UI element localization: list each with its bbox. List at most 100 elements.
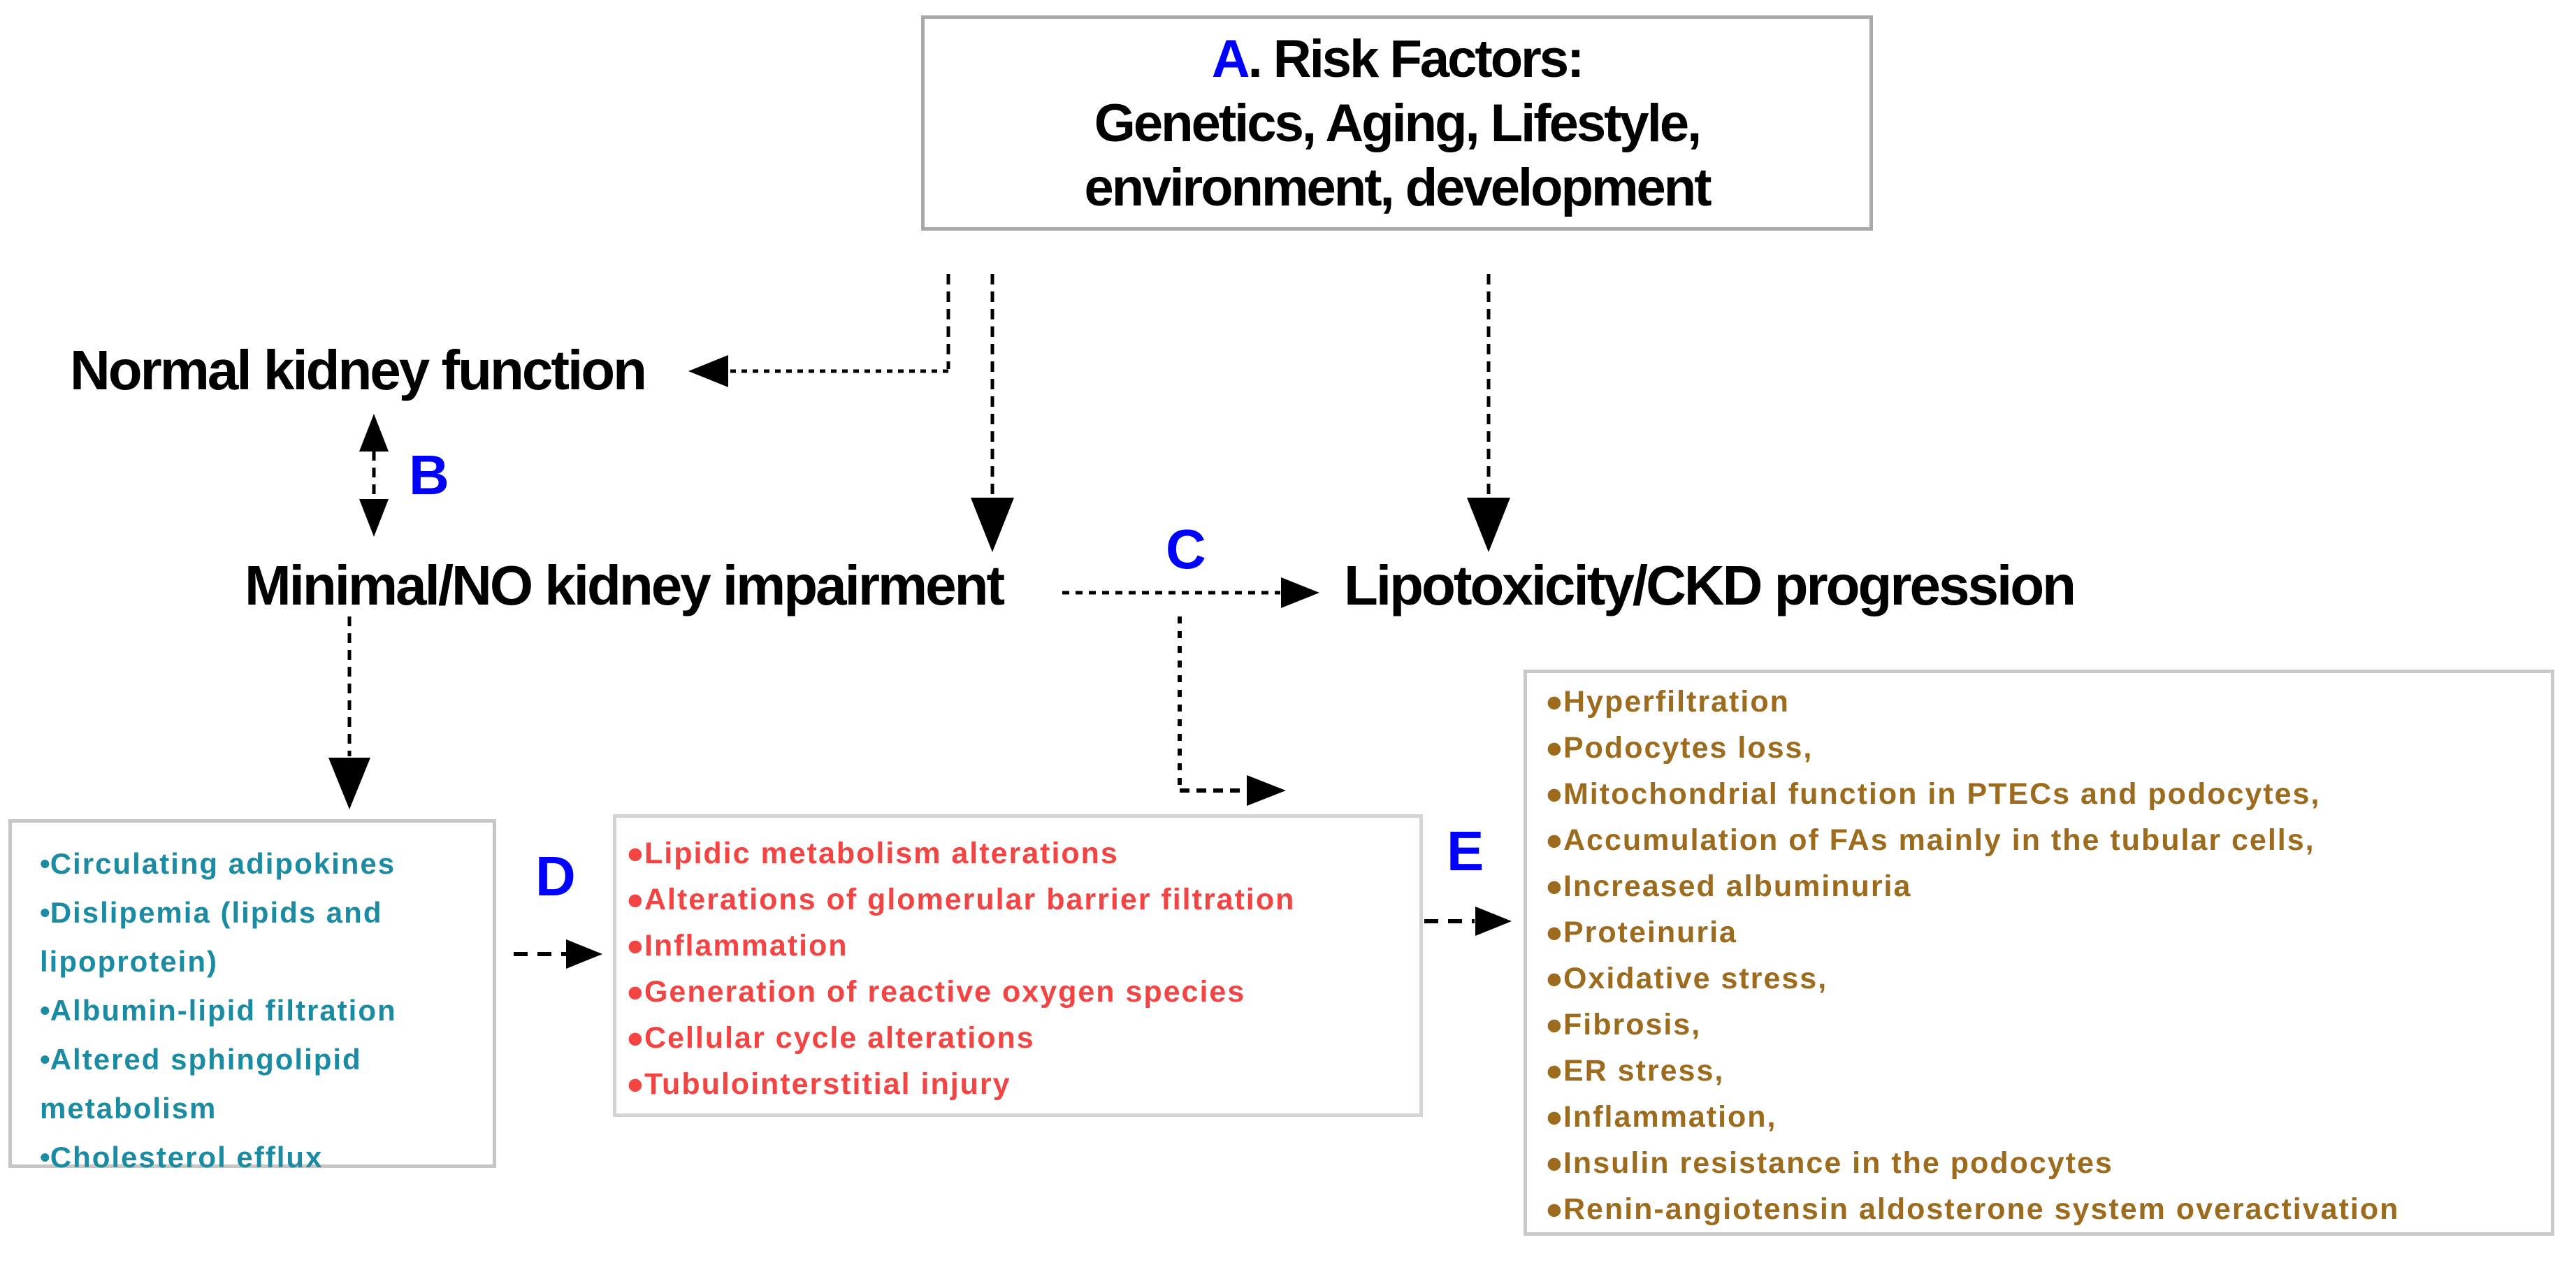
bullet-icon: ● <box>626 975 644 1009</box>
bullet-icon: ● <box>1545 869 1563 903</box>
list-item: ●Increased albuminuria <box>1545 863 2547 909</box>
arrowhead-c-right <box>1281 577 1319 608</box>
list-item: •Altered sphingolipid <box>40 1035 487 1084</box>
risk-factors-box: A. Risk Factors: Genetics, Aging, Lifest… <box>921 15 1873 231</box>
list-item: ●Proteinuria <box>1545 909 2547 955</box>
list-item: ●Inflammation, <box>1545 1094 2547 1140</box>
label-letter-d: D <box>535 845 576 907</box>
arrowhead-d-right <box>566 939 602 969</box>
list-item: ●Podocytes loss, <box>1545 725 2547 771</box>
arrowhead-e-right <box>1475 907 1512 936</box>
bullet-icon: ● <box>1545 777 1563 811</box>
list-item-text: Circulating adipokines <box>50 847 396 880</box>
label-letter-c: C <box>1166 518 1206 580</box>
list-item: ●Generation of reactive oxygen species <box>626 969 1415 1015</box>
arrowhead-left-to-normal <box>688 355 728 387</box>
list-item: ●Mitochondrial function in PTECs and pod… <box>1545 771 2547 817</box>
list-item: lipoprotein) <box>40 937 487 986</box>
bullet-icon: ● <box>1545 916 1563 949</box>
list-item: ●Hyperfiltration <box>1545 679 2547 725</box>
node-normal-kidney-function: Normal kidney function <box>70 339 647 401</box>
list-item: ●Tubulointerstitial injury <box>626 1061 1415 1107</box>
list-item-text: ER stress, <box>1563 1054 1725 1088</box>
list-item-text: Cholesterol efflux <box>50 1141 324 1174</box>
list-item-text: Fibrosis, <box>1563 1008 1702 1041</box>
list-item: ●Oxidative stress, <box>1545 955 2547 1002</box>
list-item-text: Albumin-lipid filtration <box>50 994 397 1027</box>
label-letter-b: B <box>409 444 449 506</box>
bullet-icon: ● <box>1545 1146 1563 1180</box>
bullet-icon: ● <box>1545 823 1563 857</box>
bullet-icon: • <box>40 1141 50 1174</box>
list-item-text: Renin-angiotensin aldosterone system ove… <box>1563 1192 2400 1226</box>
list-item: ●ER stress, <box>1545 1048 2547 1094</box>
list-item-text: Inflammation, <box>1563 1100 1777 1134</box>
list-item: ●Alterations of glomerular barrier filtr… <box>626 876 1415 923</box>
list-item-text: Altered sphingolipid <box>50 1043 362 1076</box>
bullet-icon: ● <box>1545 1008 1563 1041</box>
list-item-text: Proteinuria <box>1563 916 1737 949</box>
list-item: ●Cellular cycle alterations <box>626 1015 1415 1061</box>
risk-factors-line2: Genetics, Aging, Lifestyle, <box>1094 94 1702 153</box>
bullet-icon: • <box>40 896 50 929</box>
list-item: ●Accumulation of FAs mainly in the tubul… <box>1545 817 2547 863</box>
bullet-icon: ● <box>626 1021 644 1055</box>
node-minimal-no-kidney-impairment: Minimal/NO kidney impairment <box>245 554 1005 616</box>
list-item: ●Renin-angiotensin aldosterone system ov… <box>1545 1186 2547 1232</box>
list-item: •Circulating adipokines <box>40 839 487 888</box>
bullet-icon: ● <box>626 1067 644 1101</box>
bullet-icon: ● <box>626 929 644 962</box>
list-item-text: metabolism <box>40 1092 217 1125</box>
bullet-icon: • <box>40 1043 50 1076</box>
list-item-text: Dislipemia (lipids and <box>50 896 383 929</box>
list-item: ●Fibrosis, <box>1545 1002 2547 1048</box>
list-item: ●Lipidic metabolism alterations <box>626 830 1415 876</box>
label-letter-e: E <box>1447 820 1484 882</box>
bullet-icon: ● <box>626 837 644 870</box>
arrowhead-down-to-leftbox <box>328 758 370 809</box>
arrowhead-down-to-lipotoxicity <box>1467 498 1510 552</box>
bullet-icon: ● <box>626 883 644 916</box>
list-item-text: Generation of reactive oxygen species <box>644 975 1246 1009</box>
list-item-text: Lipidic metabolism alterations <box>644 837 1119 870</box>
ckd-outcomes-box: ●Hyperfiltration ●Podocytes loss, ●Mitoc… <box>1524 670 2554 1236</box>
list-item: ●Inflammation <box>626 923 1415 969</box>
risk-factors-title: . Risk Factors: <box>1247 29 1585 89</box>
list-item: ●Insulin resistance in the podocytes <box>1545 1140 2547 1186</box>
risk-factors-line3: environment, development <box>1084 158 1712 217</box>
risk-factors-line1: A. Risk Factors: <box>925 27 1869 92</box>
bullet-icon: ● <box>1545 1192 1563 1226</box>
arrowhead-c-branch-right <box>1247 775 1286 806</box>
list-item: metabolism <box>40 1084 487 1133</box>
circulating-factors-box: •Circulating adipokines •Dislipemia (lip… <box>8 819 496 1174</box>
list-item-text: Podocytes loss, <box>1563 731 1814 765</box>
bullet-icon: ● <box>1545 1054 1563 1088</box>
list-item-text: Insulin resistance in the podocytes <box>1563 1146 2113 1180</box>
arrowhead-down-to-minimal <box>971 498 1014 552</box>
list-item: •Dislipemia (lipids and <box>40 888 487 937</box>
list-item-text: Tubulointerstitial injury <box>644 1067 1011 1101</box>
list-item-text: Mitochondrial function in PTECs and podo… <box>1563 777 2321 811</box>
arrowhead-b-down <box>359 499 389 537</box>
bullet-icon: ● <box>1545 962 1563 995</box>
list-item-text: Cellular cycle alterations <box>644 1021 1035 1055</box>
list-item-text: Alterations of glomerular barrier filtra… <box>644 883 1296 916</box>
list-item-text: Oxidative stress, <box>1563 962 1828 995</box>
bullet-icon: • <box>40 994 50 1027</box>
list-item-text: Accumulation of FAs mainly in the tubula… <box>1563 823 2315 857</box>
list-item: •Albumin-lipid filtration <box>40 986 487 1035</box>
bullet-icon: ● <box>1545 685 1563 719</box>
arrowhead-b-up <box>359 414 389 452</box>
list-item-text: Hyperfiltration <box>1563 685 1790 719</box>
label-letter-a: A <box>1211 29 1250 89</box>
bullet-icon: ● <box>1545 731 1563 765</box>
bullet-icon: • <box>40 847 50 880</box>
bullet-icon: ● <box>1545 1100 1563 1134</box>
list-item: •Cholesterol efflux <box>40 1133 487 1182</box>
list-item-text: Increased albuminuria <box>1563 869 1912 903</box>
kidney-alterations-box: ●Lipidic metabolism alterations ●Alterat… <box>613 814 1423 1117</box>
list-item-text: Inflammation <box>644 929 848 962</box>
list-item-text: lipoprotein) <box>40 945 218 978</box>
